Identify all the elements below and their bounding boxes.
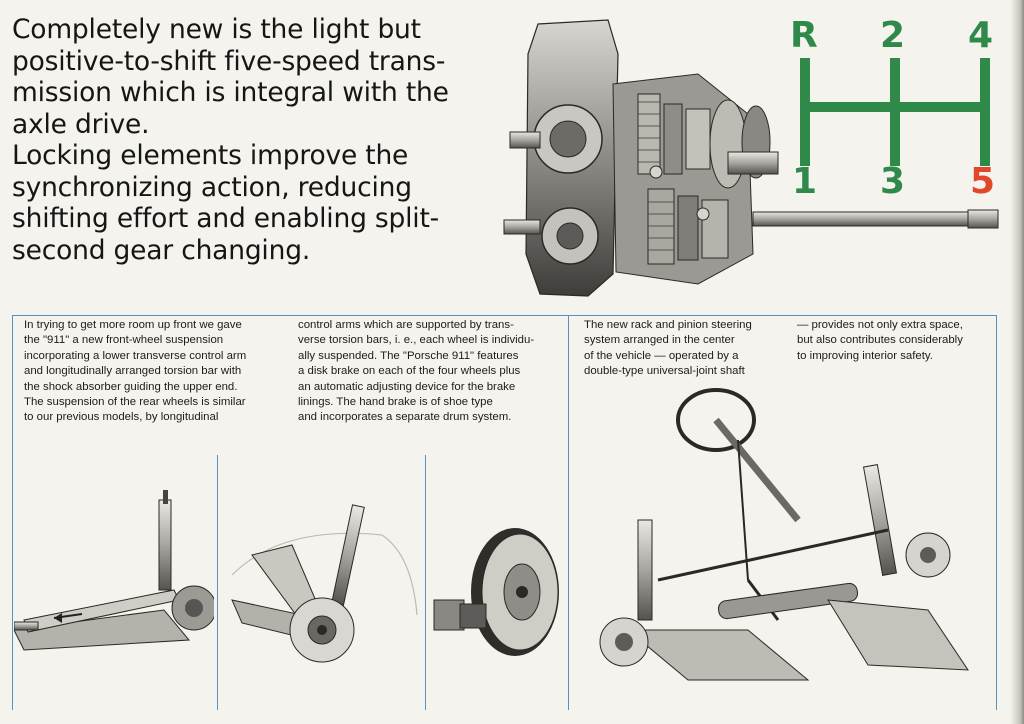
gear-5-label: 5 [970,161,996,202]
headline-line: synchronizing action, reducing [12,171,412,203]
page-spine-shadow [1010,0,1024,724]
image-divider-rule [217,455,218,710]
steering-text-right: — provides not only extra space, but als… [797,318,963,364]
shift-gate-lines [800,58,990,166]
body-line: verse torsion bars, i. e., each wheel is… [298,334,535,347]
front-suspension-illustration [14,490,214,651]
headline-line: Completely new is the light but [12,14,421,45]
front-suspension-text: In trying to get more room up front we g… [24,318,246,426]
body-line: control arms which are supported by tran… [298,319,514,331]
gear-3-label: 3 [880,161,906,202]
transmission-illustration [503,19,999,297]
headline-line: axle drive. [12,108,150,140]
body-line: a disk brake on each of the four wheels … [298,365,521,378]
body-line: In trying to get more room up front we g… [24,319,242,331]
body-line: linings. The hand brake is of shoe type [298,396,493,409]
body-line: system arranged in the center [584,334,735,347]
rear-suspension-illustration [231,504,418,663]
body-line: and incorporates a separate drum system. [298,411,512,424]
headline-line: shifting effort and enabling split- [12,203,440,234]
body-line: ally suspended. The "Porsche 911" featur… [298,349,519,362]
gear-shift-pattern: R 2 4 1 3 5 [780,14,1010,210]
body-line: double-type universal-joint shaft [584,365,745,378]
column-divider-rule [568,315,569,710]
body-line: of the vehicle — operated by a [584,349,739,362]
rear-suspension-text: control arms which are supported by tran… [298,318,534,426]
body-line: to improving interior safety. [797,349,933,362]
gear-1-label: 1 [792,161,818,202]
body-line: and longitudinally arranged torsion bar … [24,365,242,378]
right-frame-rule [996,315,997,710]
body-line: The new rack and pinion steering [584,319,752,331]
body-line: but also contributes considerably [797,334,963,347]
body-line: to our previous models, by longitudinal [24,411,219,424]
headline: Completely new is the light but positive… [12,14,482,266]
headline-line: positive-to-shift five-speed trans- [12,45,446,77]
body-line: The suspension of the rear wheels is sim… [24,396,246,409]
headline-line: mission which is integral with the [12,77,449,108]
body-line: the shock absorber guiding the upper end… [24,380,238,393]
image-divider-rule [425,455,426,710]
steering-text-left: The new rack and pinion steering system … [584,318,752,380]
body-line: the "911" a new front-wheel suspension [24,334,224,347]
body-line: incorporating a lower transverse control… [24,349,247,362]
body-line: an automatic adjusting device for the br… [298,380,516,393]
left-frame-rule [12,315,13,710]
gear-2-label: 2 [880,15,906,56]
headline-line: second gear changing. [12,234,311,266]
body-line: — provides not only extra space, [797,319,963,331]
section-top-rule [12,315,997,316]
gear-4-label: 4 [968,15,994,56]
gear-r-label: R [790,15,818,56]
disk-brake-illustration [433,528,559,656]
headline-line: Locking elements improve the [12,140,409,171]
steering-system-illustration [599,388,969,681]
